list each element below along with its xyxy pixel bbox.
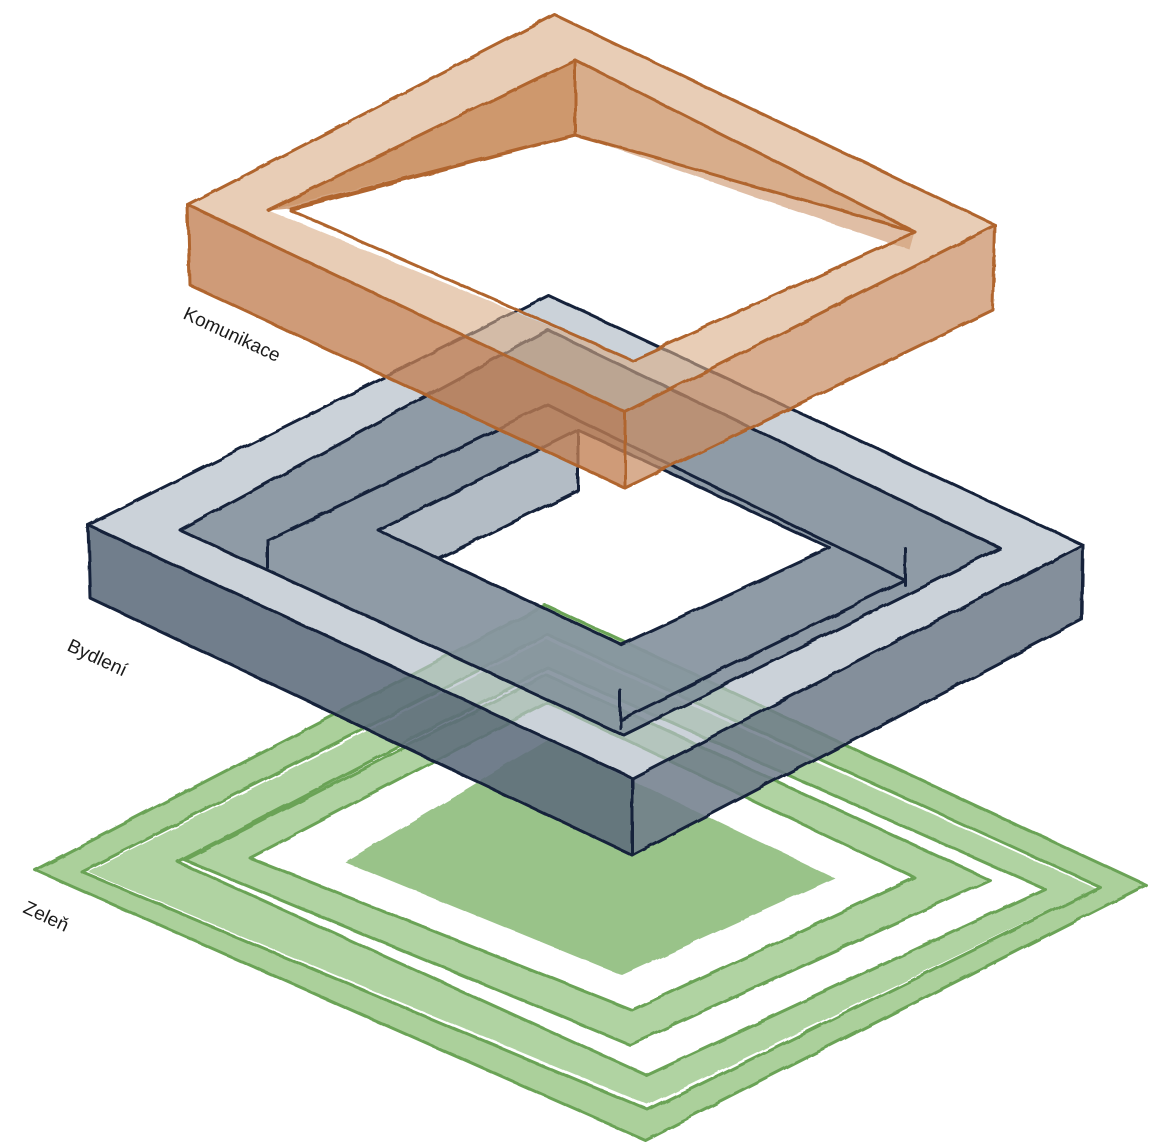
greenery-layer-label: Zeleň — [20, 897, 72, 936]
housing-layer-label: Bydlení — [64, 635, 131, 681]
circulation-inner-wall-right — [575, 60, 915, 250]
